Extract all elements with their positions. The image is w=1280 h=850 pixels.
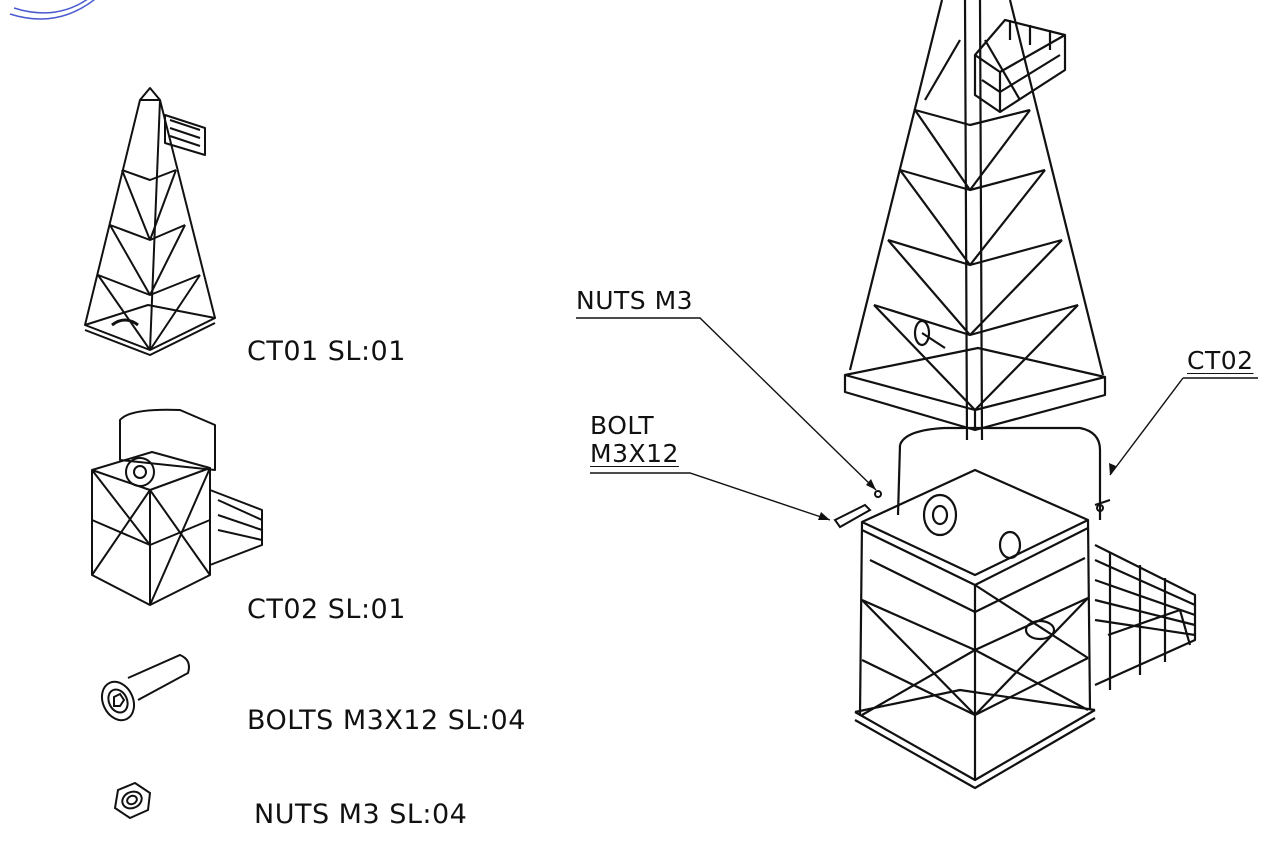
stamp-seal bbox=[9, 0, 96, 20]
tower-base-icon bbox=[91, 408, 263, 606]
nut-icon bbox=[113, 781, 152, 820]
leader-arrowheads bbox=[818, 463, 1116, 520]
bolt-icon bbox=[100, 653, 190, 722]
leader-lines bbox=[576, 317, 1258, 521]
assembly-tower bbox=[843, 0, 1107, 441]
tower-top-icon bbox=[84, 87, 216, 356]
part-label-bolts: BOLTS M3X12 SL:04 bbox=[247, 705, 526, 736]
leader-bolt bbox=[590, 472, 831, 521]
part-label-ct01: CT01 SL:01 bbox=[247, 336, 406, 367]
callout-bolt-line2: M3X12 bbox=[590, 439, 679, 468]
assembly-base bbox=[854, 426, 1197, 790]
leader-nuts bbox=[576, 317, 877, 491]
callout-nuts: NUTS M3 bbox=[576, 286, 694, 315]
leader-ct02 bbox=[1109, 377, 1258, 476]
callout-ct02: CT02 bbox=[1187, 346, 1254, 375]
callout-bolt-line1: BOLT bbox=[590, 411, 655, 440]
part-label-nuts: NUTS M3 SL:04 bbox=[254, 799, 468, 830]
fastener-marks bbox=[833, 490, 1111, 529]
part-label-ct02: CT02 SL:01 bbox=[247, 594, 406, 625]
